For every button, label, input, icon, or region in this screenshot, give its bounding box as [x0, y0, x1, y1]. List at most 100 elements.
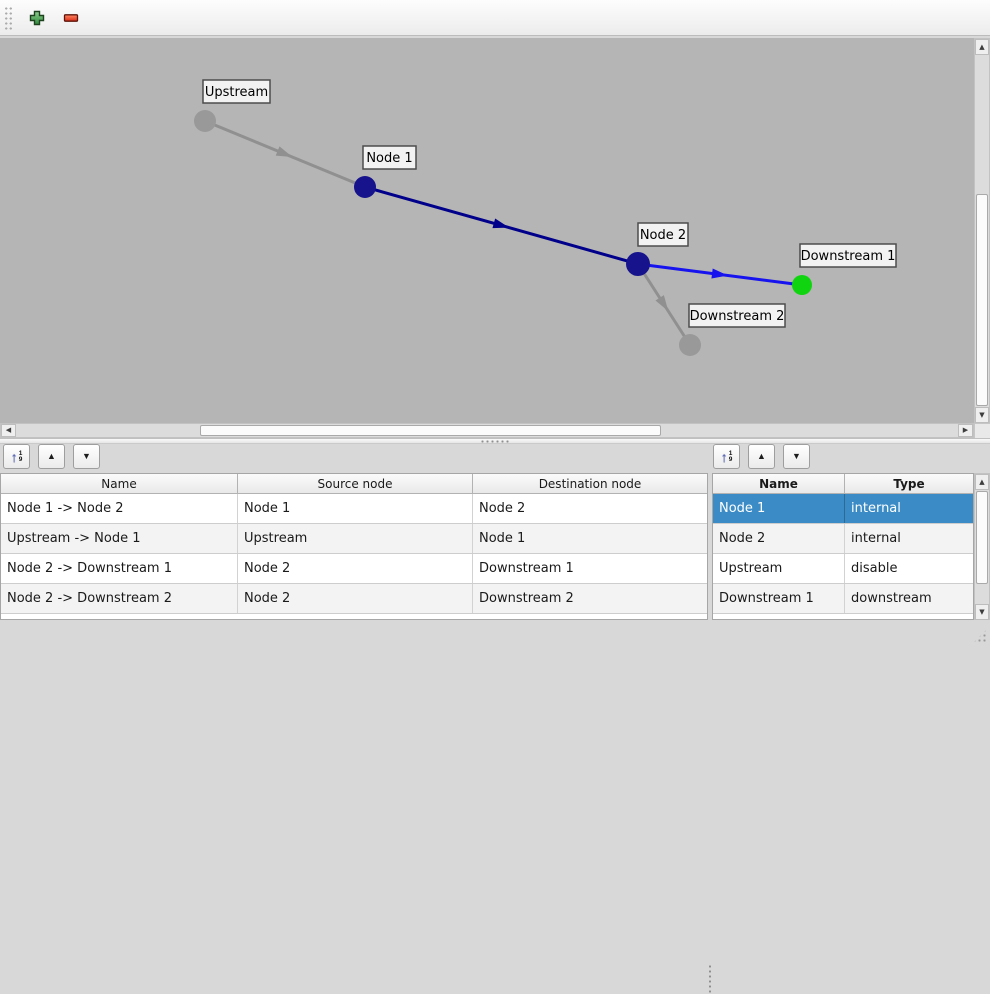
graph-node-0[interactable] [194, 110, 216, 132]
minus-icon [63, 13, 79, 22]
edge-cell-source: Node 2 [238, 584, 473, 613]
node-label-text: Upstream [205, 85, 268, 100]
scrollbar-corner [974, 423, 990, 438]
node-column-header-name[interactable]: Name [713, 474, 845, 494]
sort-arrow-icon: ↑ [10, 448, 18, 465]
edge-arrow-icon [492, 218, 510, 229]
edge-cell-name: Upstream -> Node 1 [1, 524, 238, 553]
node-sort-button[interactable]: ↑ 1 9 [713, 444, 740, 469]
node-label-text: Downstream 2 [690, 309, 785, 324]
node-panel-toolbar: ↑ 1 9 ▲ ▼ [713, 444, 810, 470]
horizontal-scrollbar-thumb[interactable] [200, 425, 661, 436]
remove-button[interactable] [56, 4, 86, 32]
edge-panel-toolbar: ↑ 1 9 ▲ ▼ [3, 444, 100, 470]
scroll-right-button[interactable]: ▶ [958, 424, 973, 437]
edge-cell-source: Node 2 [238, 554, 473, 583]
node-cell-name: Node 1 [713, 494, 845, 523]
edge-cell-destination: Node 1 [479, 531, 526, 546]
edge-table: Name Source node Destination node Node 1… [0, 473, 708, 620]
node-cell-type: disable [851, 561, 898, 576]
node-column-header-type[interactable]: Type [845, 474, 973, 494]
edge-cell-source: Upstream [238, 524, 473, 553]
up-triangle-icon: ▲ [757, 451, 766, 461]
node-cell-name: Node 2 [713, 524, 845, 553]
scroll-up-button[interactable]: ▲ [975, 39, 989, 55]
node-label-text: Node 1 [366, 151, 412, 166]
node-label-text: Downstream 1 [801, 249, 896, 264]
canvas-vertical-scrollbar[interactable]: ▲ ▼ [974, 38, 990, 423]
node-cell-type: downstream [851, 591, 932, 606]
edge-sort-button[interactable]: ↑ 1 9 [3, 444, 30, 469]
node-label-box[interactable] [688, 303, 786, 328]
sort-ascending-icon: ↑ 1 9 [10, 448, 23, 465]
edge-arrow-icon [275, 146, 293, 158]
node-label-box[interactable] [637, 222, 689, 247]
toolbar-drag-handle[interactable] [4, 5, 13, 30]
edge-column-header-destination[interactable]: Destination node [473, 474, 707, 494]
edge-cell-name: Node 2 -> Downstream 2 [1, 584, 238, 613]
edge-cell-destination: Downstream 2 [479, 591, 574, 606]
edge-arrow-icon [655, 295, 669, 312]
edge-column-header-source[interactable]: Source node [238, 474, 473, 494]
node-cell-type: internal [851, 531, 901, 546]
scroll-left-button[interactable]: ◀ [1, 424, 16, 437]
edge-column-header-name[interactable]: Name [1, 474, 238, 494]
splitter-grip-icon [480, 440, 510, 443]
graph-node-3[interactable] [792, 275, 812, 295]
node-label-box[interactable] [362, 145, 417, 170]
scroll-down-button[interactable]: ▼ [975, 604, 989, 620]
node-table-row[interactable]: Node 2 internal [713, 524, 973, 554]
node-table-row[interactable]: Node 1 internal [713, 494, 973, 524]
node-label-box[interactable] [799, 243, 897, 268]
window-resize-grip[interactable] [973, 629, 987, 643]
scroll-up-button[interactable]: ▲ [975, 474, 989, 490]
vertical-pane-splitter[interactable] [708, 964, 712, 994]
node-table-scrollbar-thumb[interactable] [976, 491, 988, 584]
horizontal-pane-splitter[interactable] [0, 438, 990, 444]
down-triangle-icon: ▼ [82, 451, 91, 461]
graph-node-2[interactable] [626, 252, 650, 276]
scroll-down-button[interactable]: ▼ [975, 407, 989, 423]
edge-cell-name: Node 2 -> Downstream 1 [1, 554, 238, 583]
plus-icon [29, 10, 45, 25]
down-triangle-icon: ▼ [792, 451, 801, 461]
edge-cell-name: Node 1 -> Node 2 [1, 494, 238, 523]
edge-cell-destination: Downstream 1 [479, 561, 574, 576]
graph-node-1[interactable] [354, 176, 376, 198]
edge-table-header: Name Source node Destination node [1, 474, 707, 494]
edge-move-up-button[interactable]: ▲ [38, 444, 65, 469]
node-label-box[interactable] [202, 79, 271, 104]
edge-arrow-icon [711, 268, 728, 279]
bottom-panels: ↑ 1 9 ▲ ▼ ↑ 1 9 ▲ [0, 444, 990, 994]
sort-ascending-icon: ↑ 1 9 [720, 448, 733, 465]
node-move-up-button[interactable]: ▲ [748, 444, 775, 469]
edge-move-down-button[interactable]: ▼ [73, 444, 100, 469]
sort-arrow-icon: ↑ [720, 448, 728, 465]
node-cell-type: internal [851, 501, 901, 516]
add-button[interactable] [22, 4, 52, 32]
graph-node-4[interactable] [679, 334, 701, 356]
node-label-text: Node 2 [640, 228, 686, 243]
vertical-scrollbar-thumb[interactable] [976, 194, 988, 406]
edge-cell-destination: Node 2 [479, 501, 526, 516]
node-table-row[interactable]: Downstream 1 downstream [713, 584, 973, 614]
node-cell-name: Downstream 1 [713, 584, 845, 613]
main-toolbar [0, 0, 990, 36]
node-cell-name: Upstream [713, 554, 845, 583]
edge-cell-source: Node 1 [238, 494, 473, 523]
node-table-row[interactable]: Upstream disable [713, 554, 973, 584]
up-triangle-icon: ▲ [47, 451, 56, 461]
node-table-scrollbar[interactable]: ▲ ▼ [974, 473, 990, 620]
node-table-header: Name Type [713, 474, 973, 494]
node-move-down-button[interactable]: ▼ [783, 444, 810, 469]
canvas-horizontal-scrollbar[interactable]: ◀ ▶ [0, 423, 974, 438]
